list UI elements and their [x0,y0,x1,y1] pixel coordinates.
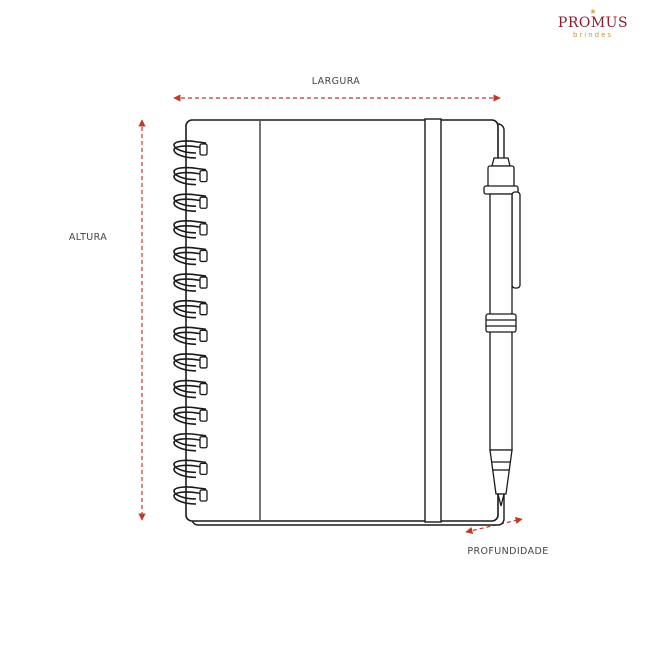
logo-wordmark: PROMUS [557,15,629,31]
binding-hole [199,303,208,316]
spiral-coil [173,220,207,234]
spiral-ring [173,432,208,452]
star-icon: ★ [589,7,597,16]
binding-hole [199,223,208,236]
notebook-front-cover [185,119,499,522]
spiral-coil [173,486,207,500]
spiral-coil [173,331,207,346]
binding-hole [199,143,208,156]
binding-hole [199,356,208,369]
binding-hole [199,169,208,183]
pen-grip [485,313,517,333]
spiral-ring [173,299,208,319]
binding-hole [199,462,208,476]
promus-logo: ★ PROMUS brindes [548,8,638,40]
spiral-coil [173,491,207,505]
spiral-ring [173,193,208,213]
spiral-coil [173,326,207,341]
spiral-ring [173,246,208,266]
spiral-ring [173,406,208,425]
binding-hole [199,329,208,342]
spiral-ring [173,459,208,479]
spiral-ring [173,140,208,159]
spiral-coil [173,278,207,292]
spiral-coil [173,384,207,399]
spiral-coil [173,379,207,394]
spiral-ring [173,353,208,372]
spiral-ring [173,273,208,292]
spiral-coil [173,145,207,159]
spiral-coil [173,464,207,479]
spiral-coil [173,225,207,239]
spiral-coil [173,353,207,367]
binding-hole [199,489,208,502]
spiral-ring [173,166,208,186]
spiral-coil [173,193,207,208]
spiral-ring [173,379,208,399]
spiral-coil [173,358,207,372]
binding-hole [199,196,208,209]
depth-label: PROFUNDIDADE [467,546,548,557]
pen-nib [497,493,505,507]
spiral-ring [173,486,208,505]
binding-hole [199,249,208,263]
spiral-coil [173,198,207,213]
binding-hole [199,436,208,449]
pen [483,157,521,507]
spiral-binding [173,140,208,505]
spiral-coil [173,411,207,425]
spiral-coil [173,432,207,447]
spiral-coil [173,171,207,186]
elastic-band [424,118,442,523]
spiral-coil [173,299,207,314]
spiral-ring [173,220,208,239]
height-label: ALTURA [69,232,107,243]
pen-clip [511,191,521,289]
spiral-coil [173,406,207,420]
spiral-coil [173,246,207,261]
binding-hole [199,382,208,396]
logo-tagline: brindes [572,31,614,39]
spiral-coil [173,273,207,287]
pen-top-button [491,157,511,167]
binding-hole [199,276,208,289]
spiral-coil [173,304,207,319]
spiral-coil [173,251,207,266]
pen-tip-cone [489,449,513,495]
spiral-coil [173,437,207,452]
spiral-coil [173,459,207,474]
spiral-ring [173,326,208,346]
spiral-coil [173,166,207,181]
spiral-coil [173,140,207,154]
binding-hole [199,409,208,422]
width-label: LARGURA [312,76,361,87]
